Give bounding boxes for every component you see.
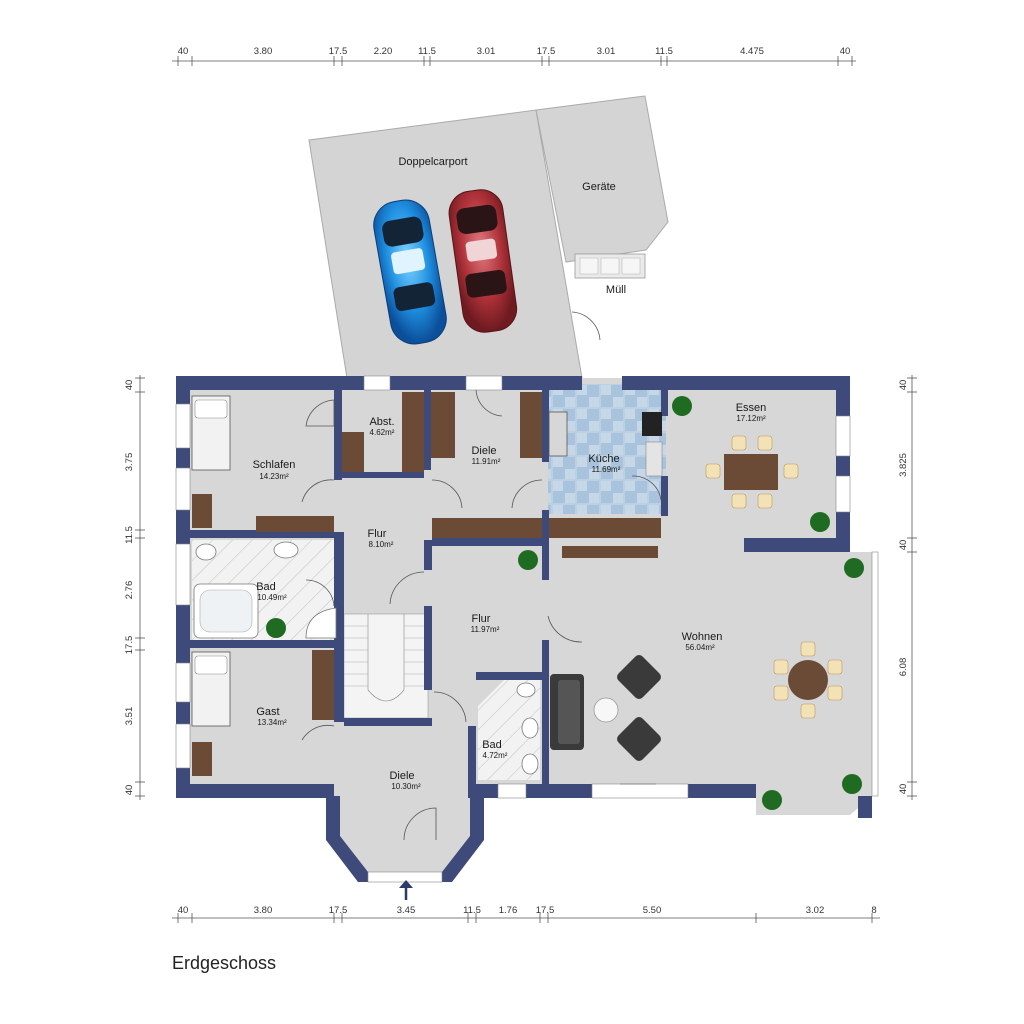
dim-right-2: 3.825: [898, 453, 909, 477]
dim-bottom-5: 11.5: [463, 905, 481, 916]
dim-bottom-9: 3.02: [806, 905, 825, 916]
fridge-icon: [645, 441, 663, 477]
dimension-right: 40 3.825 40 6.08 40: [898, 375, 917, 800]
room-wohnen-name: Wohnen: [682, 631, 723, 643]
plant-icon: [266, 396, 864, 810]
door-swings: [301, 389, 662, 841]
walls: [176, 376, 872, 882]
red-car-icon: [448, 189, 518, 333]
dim-bottom-10: 8: [871, 905, 876, 916]
dim-top-8: 3.01: [597, 46, 616, 57]
dim-left-4: 2.76: [124, 581, 135, 600]
toilet-icon: [195, 543, 217, 561]
dim-top-1: 40: [178, 46, 189, 57]
dim-right-1: 40: [898, 380, 909, 391]
room-diele-bottom-area: 10.30m²: [391, 782, 421, 791]
dim-left-2: 3.75: [124, 453, 135, 472]
toilet-icon: [521, 717, 539, 739]
dim-top-11: 40: [840, 46, 851, 57]
armchair-icon: [617, 717, 661, 761]
room-kueche-name: Küche: [588, 453, 619, 465]
windows: [175, 375, 879, 883]
room-bad-small-name: Bad: [482, 739, 502, 751]
dim-top-5: 11.5: [418, 46, 436, 57]
toilet-icon: [521, 753, 539, 775]
room-flur-left-name: Flur: [368, 528, 387, 540]
blue-car-icon: [373, 199, 447, 345]
room-kueche-area: 11.69m²: [592, 465, 621, 474]
room-essen-name: Essen: [736, 402, 767, 414]
dim-top-4: 2.20: [374, 46, 393, 57]
room-gast-area: 13.34m²: [257, 718, 287, 727]
dim-left-6: 3.51: [124, 707, 135, 726]
desk-icon: [192, 742, 212, 776]
armchair-icon: [617, 655, 661, 699]
carport-area: [308, 95, 669, 379]
room-schlafen-area: 14.23m²: [259, 472, 289, 481]
dimension-top: 40 3.80 17.5 2.20 11.5 3.01 17.5 3.01 11…: [172, 46, 856, 66]
dim-right-4: 6.08: [898, 658, 909, 677]
room-abst-area: 4.62m²: [370, 428, 395, 437]
room-schlafen-name: Schlafen: [253, 459, 296, 471]
entrance-arrow-icon: [399, 880, 413, 900]
room-flur-center-area: 11.97m²: [471, 625, 500, 634]
dim-bottom-4: 3.45: [397, 905, 416, 916]
shed-label: Geräte: [582, 181, 616, 193]
room-bad-large-area: 10.49m²: [257, 593, 287, 602]
dimension-bottom: 40 3.80 17.5 3.45 11.5 1.76 17.5 5.50 3.…: [172, 905, 880, 923]
plan-title: Erdgeschoss: [172, 953, 277, 973]
sofa-icon: [550, 674, 584, 750]
room-diele-top-area: 11.91m²: [472, 457, 501, 466]
sink-icon: [516, 682, 536, 698]
stove-icon: [642, 412, 662, 436]
carport-label: Doppelcarport: [398, 156, 467, 168]
round-table-icon: [773, 641, 843, 719]
room-bad-large-name: Bad: [256, 581, 276, 593]
dim-bottom-6: 1.76: [499, 905, 518, 916]
dim-bottom-7: 17.5: [536, 905, 555, 916]
dim-left-3: 11.5: [124, 526, 135, 544]
room-diele-top-name: Diele: [471, 445, 496, 457]
room-gast-name: Gast: [256, 706, 279, 718]
dim-bottom-2: 3.80: [254, 905, 273, 916]
sink-icon: [273, 541, 299, 559]
room-essen-area: 17.12m²: [736, 414, 766, 423]
dim-right-5: 40: [898, 784, 909, 795]
dining-table-icon: [705, 435, 799, 509]
shower-icon: [305, 607, 337, 639]
dim-left-5: 17.5: [124, 636, 135, 655]
dimension-left: 40 3.75 11.5 2.76 17.5 3.51 40: [124, 375, 145, 800]
dim-right-3: 40: [898, 540, 909, 551]
dim-bottom-3: 17.5: [329, 905, 348, 916]
room-bad-small-area: 4.72m²: [483, 751, 508, 760]
bed-icon: [191, 651, 231, 727]
dim-top-3: 17.5: [329, 46, 348, 57]
dim-top-10: 4.475: [740, 46, 764, 57]
room-flur-center-name: Flur: [472, 613, 491, 625]
dim-left-7: 40: [124, 785, 135, 796]
coffee-table-icon: [593, 697, 619, 723]
dim-top-7: 17.5: [537, 46, 556, 57]
dim-top-9: 11.5: [655, 46, 673, 57]
bed-icon: [191, 395, 231, 471]
furniture-wood: [256, 392, 661, 720]
sink-icon: [548, 411, 568, 457]
room-wohnen-area: 56.04m²: [685, 643, 715, 652]
room-abst-name: Abst.: [369, 416, 394, 428]
dim-top-2: 3.80: [254, 46, 273, 57]
dim-left-1: 40: [124, 380, 135, 391]
dim-top-6: 3.01: [477, 46, 496, 57]
bins-label: Müll: [606, 284, 626, 296]
desk-icon: [192, 494, 212, 528]
dim-bottom-1: 40: [178, 905, 189, 916]
room-diele-bottom-name: Diele: [389, 770, 414, 782]
bathtub-icon: [193, 583, 259, 639]
room-flur-left-area: 8.10m²: [369, 540, 394, 549]
dim-bottom-8: 5.50: [643, 905, 662, 916]
